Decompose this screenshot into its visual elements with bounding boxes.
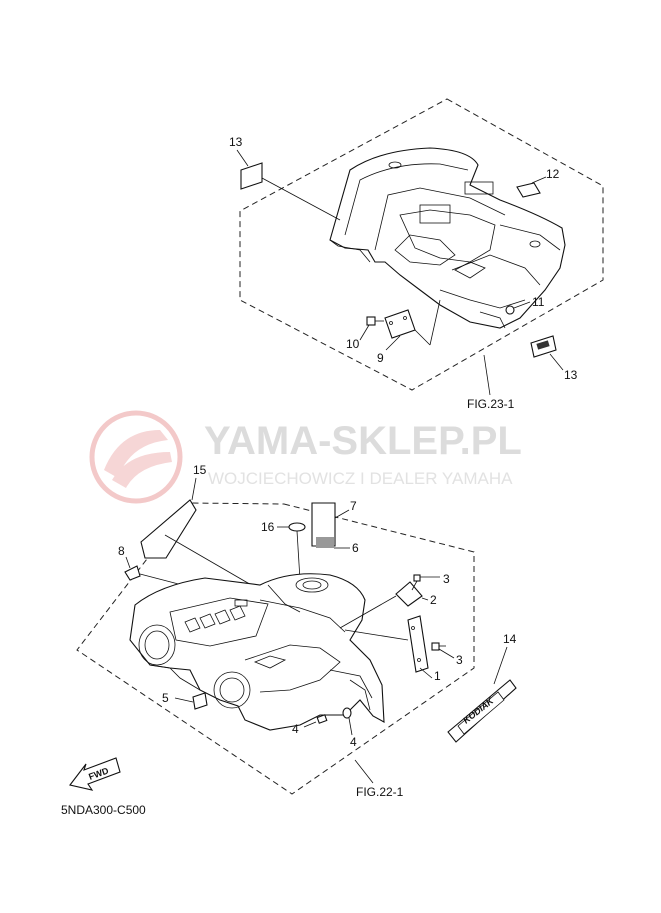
callout-10: 10	[346, 337, 360, 351]
callout-15: 15	[193, 463, 207, 477]
callout-3-upper: 3	[443, 572, 450, 586]
fig-ref-front: FIG.22-1	[356, 785, 404, 799]
part-12-label	[516, 182, 541, 198]
part-7-decal	[311, 502, 336, 548]
watermark-brand: YAMA-SKLEP.PL	[204, 419, 522, 463]
part-8-grommet	[124, 565, 141, 581]
callout-1: 1	[434, 669, 441, 683]
callout-9: 9	[377, 351, 384, 365]
callout-12: 12	[546, 167, 560, 181]
rear-fender	[329, 147, 566, 329]
part-4-rivet-right	[342, 707, 352, 719]
callout-4-left: 4	[292, 722, 299, 736]
callout-11: 11	[532, 295, 545, 309]
fig-ref-rear: FIG.23-1	[467, 397, 515, 411]
callout-3-lower: 3	[456, 653, 463, 667]
part-13-label-upper	[240, 162, 263, 190]
part-2-bracket	[395, 581, 423, 607]
part-3-bolt-upper	[411, 574, 421, 591]
callout-13-lower: 13	[564, 368, 578, 382]
part-14-decal-kodiak: KODIAK	[447, 679, 517, 743]
callout-14: 14	[503, 632, 517, 646]
watermark: YAMA-SKLEP.PL WOJCIECHOWICZ I DEALER YAM…	[89, 410, 522, 504]
fwd-arrow-icon: FWD	[69, 757, 121, 791]
callout-6: 6	[352, 541, 359, 555]
part-3-bolt-lower	[431, 642, 446, 651]
front-group-boundary	[76, 502, 475, 795]
drawing-code: 5NDA300-C500	[61, 803, 146, 817]
front-fender	[129, 573, 385, 731]
callout-2: 2	[430, 593, 437, 607]
part-11-grommet	[505, 305, 515, 315]
watermark-tagline: WOJCIECHOWICZ I DEALER YAMAHA	[208, 469, 513, 488]
part-4-rivet-left	[316, 714, 328, 724]
watermark-logo	[89, 410, 183, 504]
part-15-decal-strip	[140, 499, 197, 559]
callout-5: 5	[162, 691, 169, 705]
callout-4-right: 4	[350, 735, 357, 749]
part-1-plate	[407, 615, 429, 673]
callout-13-upper: 13	[229, 135, 243, 149]
rear-group-boundary	[239, 98, 604, 391]
callout-8: 8	[118, 544, 125, 558]
callout-16: 16	[261, 520, 275, 534]
callout-7: 7	[350, 499, 357, 513]
part-13-decal-lower	[530, 335, 557, 358]
part-16-cap	[288, 522, 306, 532]
part-5-clip	[192, 692, 208, 710]
part-10-bolt	[366, 316, 384, 326]
